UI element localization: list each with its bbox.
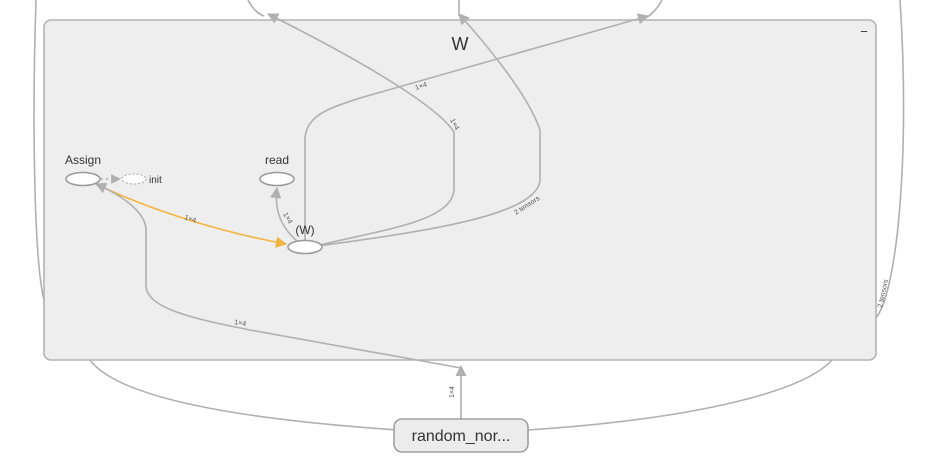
variable-up-edge-2-label: 1×4 xyxy=(448,118,460,132)
outer-right-edge xyxy=(875,0,905,319)
assign-node[interactable] xyxy=(65,171,101,187)
input-to-group-edge-label: 1×4 xyxy=(449,386,456,398)
init-label: init xyxy=(149,175,162,186)
input-to-right-edge xyxy=(527,359,833,431)
random-normal-label: random_nor... xyxy=(412,428,511,445)
assign-label: Assign xyxy=(65,153,101,167)
collapse-icon[interactable]: − xyxy=(860,24,868,39)
top-left-arc-edge xyxy=(247,0,265,17)
group-title: W xyxy=(452,34,469,54)
variable-up-edge-1 xyxy=(304,13,650,244)
read-node[interactable] xyxy=(259,171,295,187)
input-to-assign-edge-label: 1×4 xyxy=(234,319,247,328)
variable-up-edge-2 xyxy=(266,13,455,247)
init-node[interactable] xyxy=(121,173,147,185)
variable-label: (W) xyxy=(295,223,314,237)
top-right-arc-edge xyxy=(645,0,663,19)
variable-to-read-edge xyxy=(270,186,299,243)
assign-to-variable-edge-label: 1×4 xyxy=(183,214,197,224)
input-to-assign-edge xyxy=(94,182,462,369)
outer-left-edge xyxy=(33,0,45,301)
variable-up-edge-3 xyxy=(317,13,541,247)
read-label: read xyxy=(265,153,289,167)
random-normal-node[interactable] xyxy=(393,418,529,453)
variable-up-edge-1-label: 1×4 xyxy=(414,82,428,92)
variable-node[interactable] xyxy=(287,239,323,255)
assign-to-variable-edge xyxy=(95,183,288,248)
input-to-left-edge xyxy=(89,359,399,431)
outer-right-edge-label: 2 tensors xyxy=(877,278,890,308)
